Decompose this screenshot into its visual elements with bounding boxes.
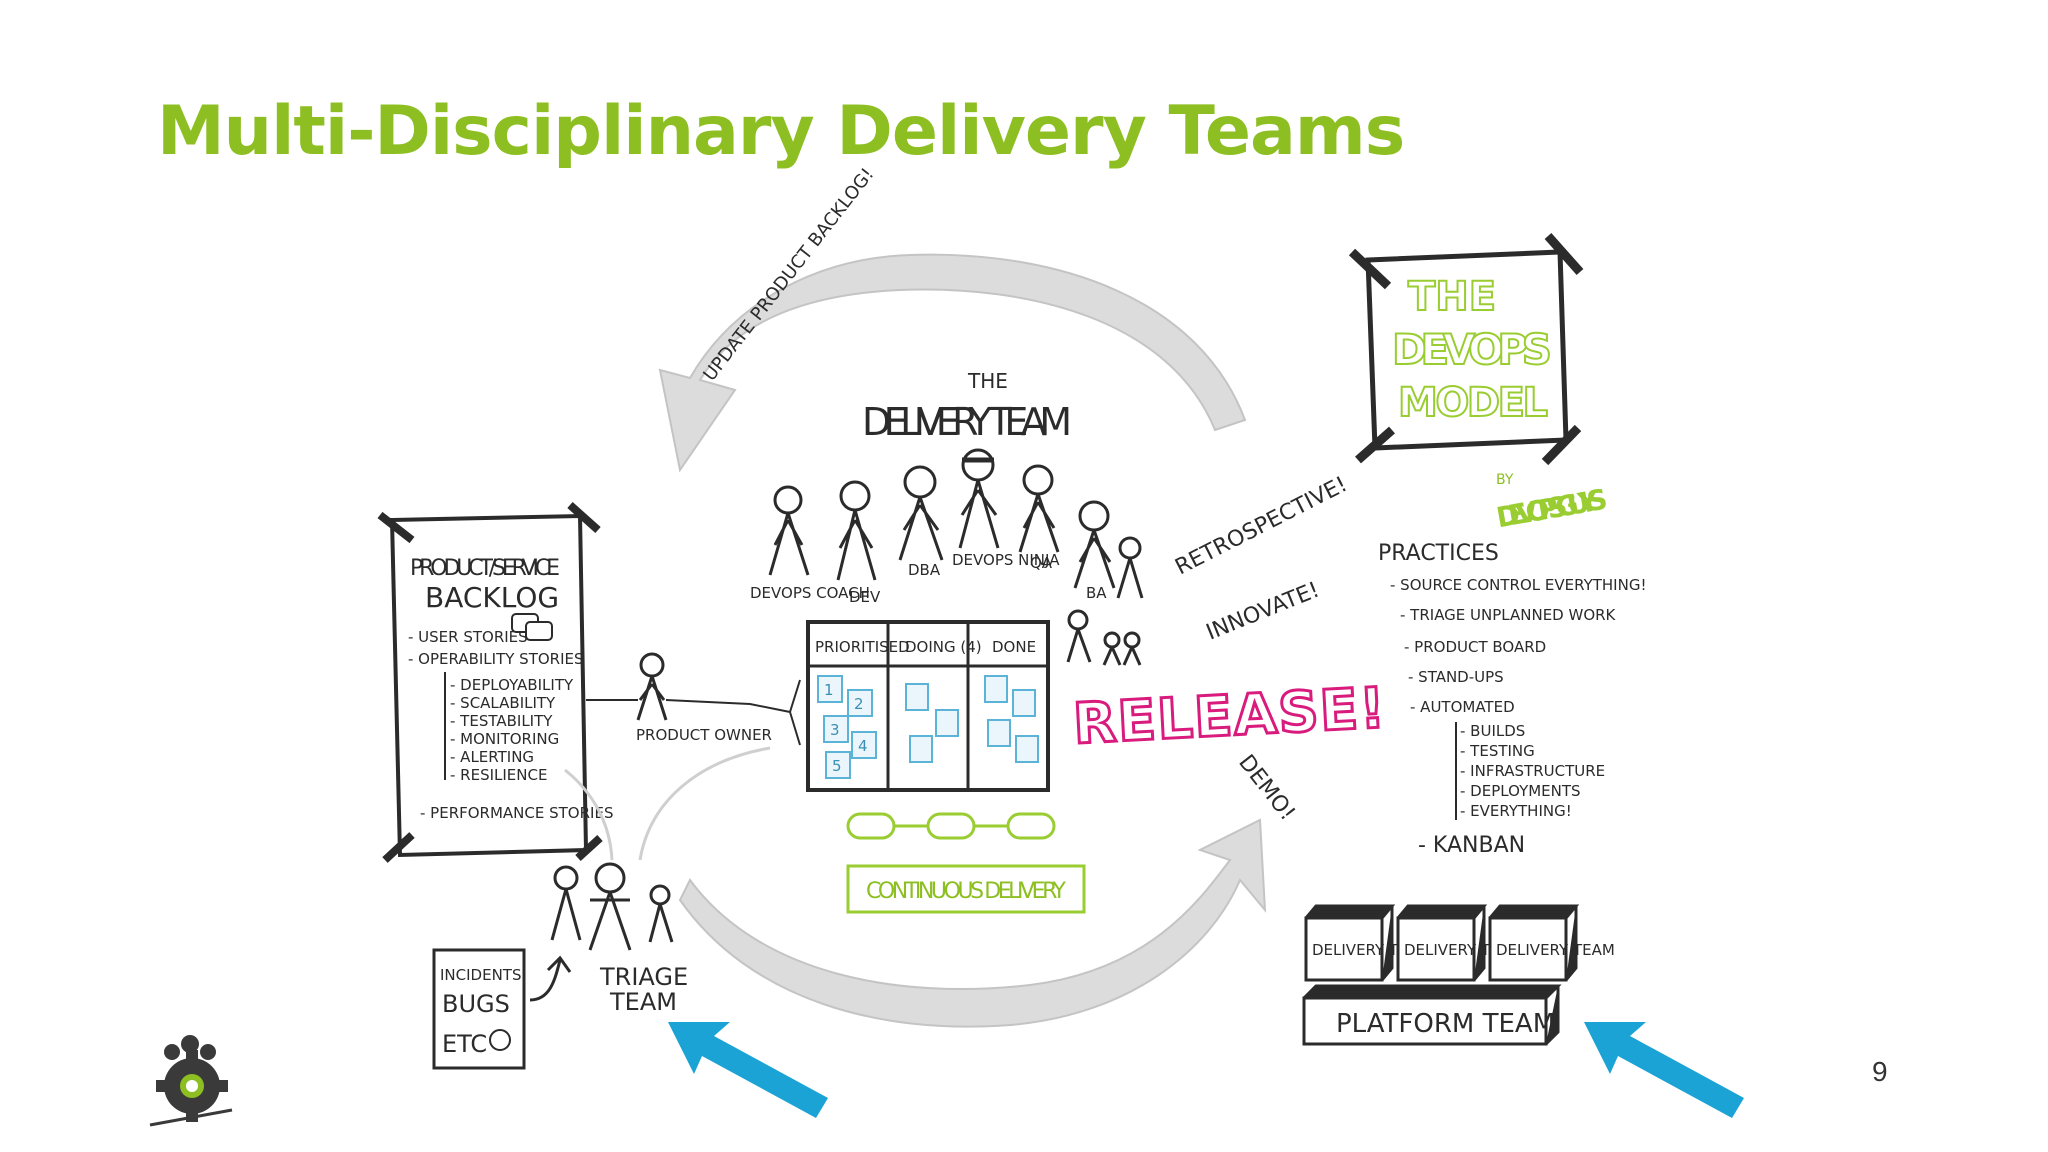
role-ba: BA xyxy=(1086,584,1107,602)
product-owner-label: PRODUCT OWNER xyxy=(636,726,772,744)
backlog-title-line2: BACKLOG xyxy=(425,581,559,614)
triage-to-board-arrows xyxy=(564,746,771,861)
devops-model-frame: THE DEVOPS MODEL xyxy=(1348,233,1584,466)
backlog-sub-resilience: - RESILIENCE xyxy=(450,766,547,784)
innovate-label: INNOVATE! xyxy=(1203,578,1323,646)
backlog-item-user-stories: - USER STORIES xyxy=(408,628,528,646)
speech-bubbles-icon xyxy=(511,613,553,641)
blue-arrow-triage xyxy=(668,1022,828,1118)
kanban-board: PRIORITISED DOING (4) DONE 1 2 3 4 5 xyxy=(806,620,1050,792)
backlog-sub-scalability: - SCALABILITY xyxy=(450,694,556,712)
practice-source-control: - SOURCE CONTROL EVERYTHING! xyxy=(1390,576,1646,594)
devops-guys-logo-icon xyxy=(149,1035,233,1127)
incidents-label: INCIDENTS xyxy=(440,966,521,984)
figure-small-2 xyxy=(1102,631,1122,666)
role-devops-coach: DEVOPS COACH xyxy=(750,584,870,602)
backlog-item-operability: - OPERABILITY STORIES xyxy=(408,650,584,668)
automated-everything: - EVERYTHING! xyxy=(1460,802,1572,820)
etc-label: ETC xyxy=(442,1030,487,1058)
blue-arrow-platform xyxy=(1584,1022,1744,1118)
triage-label-line2: TEAM xyxy=(609,988,677,1016)
practices-list: PRACTICES - SOURCE CONTROL EVERYTHING! -… xyxy=(1378,541,1646,858)
bugs-label: BUGS xyxy=(442,990,510,1018)
practice-kanban: - KANBAN xyxy=(1418,833,1525,858)
figure-devops-ninja xyxy=(958,448,1000,549)
practice-standups: - STAND-UPS xyxy=(1408,668,1504,686)
loop-arrows xyxy=(658,253,1267,1028)
card-number-2: 2 xyxy=(854,695,864,713)
role-dba: DBA xyxy=(908,561,941,579)
backlog-panel: PRODUCT/SERVICE BACKLOG - USER STORIES -… xyxy=(377,502,613,863)
demo-label: DEMO! xyxy=(1233,750,1299,825)
platform-stack: DELIVERY TEAM DELIVERY TEAM DELIVERY TEA… xyxy=(1302,904,1615,1046)
figure-dba xyxy=(898,465,944,561)
figure-ba xyxy=(1073,500,1116,589)
board-cards xyxy=(817,675,1039,779)
retrospective-label: RETROSPECTIVE! xyxy=(1171,472,1351,580)
backlog-sub-monitoring: - MONITORING xyxy=(450,730,559,748)
triage-label-line1: TRIAGE xyxy=(599,963,688,991)
delivery-team-box-3-label: DELIVERY TEAM xyxy=(1496,941,1615,959)
release-label: RELEASE! xyxy=(1072,676,1387,757)
incidents-arrow xyxy=(529,955,572,1002)
delivery-team-box-3: DELIVERY TEAM xyxy=(1488,904,1615,982)
delivery-team-figures xyxy=(636,448,1144,721)
role-dev: DEV xyxy=(849,588,881,606)
backlog-title-line1: PRODUCT/SERVICE xyxy=(410,556,560,581)
devops-model-line1: THE xyxy=(1408,274,1496,320)
board-col-done: DONE xyxy=(992,638,1036,656)
pipeline xyxy=(846,812,1056,840)
automated-testing: - TESTING xyxy=(1460,742,1535,760)
backlog-sub-alerting: - ALERTING xyxy=(450,748,534,766)
backlog-footer: - PERFORMANCE STORIES xyxy=(420,804,613,822)
practices-title: PRACTICES xyxy=(1378,541,1499,566)
continuous-delivery-box xyxy=(846,864,1086,914)
board-col-doing: DOING (4) xyxy=(905,638,982,656)
delivery-team-role-labels: DEVOPS COACH DEV DBA DEVOPS NINJA QA BA xyxy=(750,551,1107,606)
devops-model-by: BY xyxy=(1496,472,1514,488)
devops-model-author: DEVOPSGUYS xyxy=(1494,482,1610,534)
figure-devops-coach xyxy=(768,485,810,576)
delivery-team-box-2: DELIVERY TEAM xyxy=(1396,904,1523,982)
card-number-3: 3 xyxy=(830,721,840,739)
backlog-sub-deployability: - DEPLOYABILITY xyxy=(450,676,574,694)
delivery-team-the: THE xyxy=(967,369,1008,393)
automated-infrastructure: - INFRASTRUCTURE xyxy=(1460,762,1605,780)
bug-icon xyxy=(489,1029,511,1051)
figure-qa xyxy=(1018,464,1060,553)
triage-team xyxy=(550,862,674,951)
card-number-4: 4 xyxy=(858,737,868,755)
card-number-5: 5 xyxy=(832,757,842,775)
platform-team-box: PLATFORM TEAM xyxy=(1302,984,1562,1046)
slide-title: Multi-Disciplinary Delivery Teams xyxy=(157,92,1405,171)
slide-page-number: 9 xyxy=(1872,1056,1888,1087)
continuous-delivery-label: CONTINUOUS DELIVERY xyxy=(866,879,1067,904)
practice-automated: - AUTOMATED xyxy=(1410,698,1515,716)
role-devops-ninja: DEVOPS NINJA xyxy=(952,551,1060,569)
automated-builds: - BUILDS xyxy=(1460,722,1525,740)
figure-extra xyxy=(1116,536,1144,599)
board-card-numbers: 1 2 3 4 5 xyxy=(824,681,868,775)
loop-arrow-bottom xyxy=(678,818,1267,1028)
highlight-arrows xyxy=(668,1022,1744,1118)
platform-team-label: PLATFORM TEAM xyxy=(1336,1009,1555,1039)
devops-model-line3: MODEL xyxy=(1398,380,1548,426)
card-number-1: 1 xyxy=(824,681,834,699)
figure-product-owner xyxy=(636,652,668,721)
delivery-team-title: DELIVERY TEAM xyxy=(862,400,1072,444)
figure-small-3 xyxy=(1122,631,1142,666)
backlog-sub-testability: - TESTABILITY xyxy=(450,712,553,730)
figure-dev xyxy=(836,480,877,581)
role-qa: QA xyxy=(1030,554,1053,572)
incidents-box: INCIDENTS BUGS ETC xyxy=(432,948,572,1070)
automated-deployments: - DEPLOYMENTS xyxy=(1460,782,1581,800)
practice-product-board: - PRODUCT BOARD xyxy=(1404,638,1546,656)
product-owner-links xyxy=(586,679,801,746)
figure-small-1 xyxy=(1066,609,1092,663)
board-col-prioritised: PRIORITISED xyxy=(815,638,910,656)
loop-arrow-top xyxy=(658,253,1247,473)
practice-triage: - TRIAGE UNPLANNED WORK xyxy=(1400,606,1617,624)
devops-model-line2: DEVOPS xyxy=(1392,325,1552,374)
